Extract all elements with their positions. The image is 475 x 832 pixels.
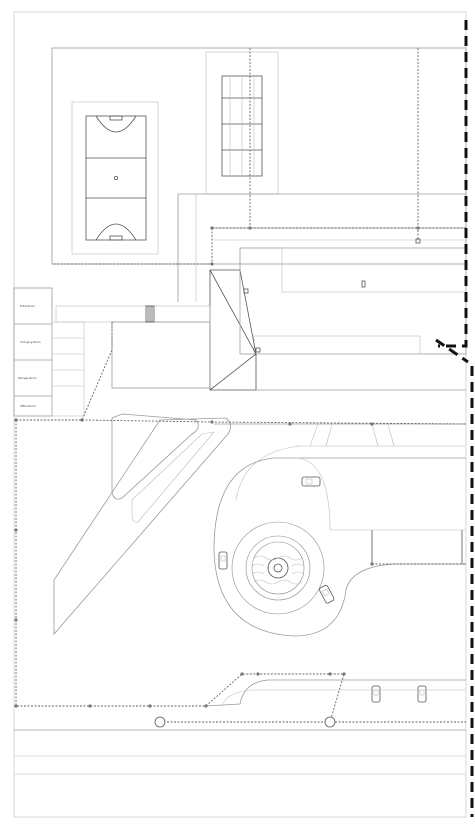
car-1 [301,476,321,487]
property-boundary [435,20,474,817]
survey-nodes [14,226,421,708]
car-5 [417,685,427,703]
seating-structure [205,51,279,195]
landscape-islands [53,413,231,636]
street-markers [154,716,336,728]
room-label-storage: Storage Room [18,376,37,380]
connector-block [55,305,211,389]
sports-court [85,115,147,241]
room-label-toilet: Toilet Room [20,304,35,308]
room-label-office: Office Room [20,404,36,408]
car-3 [319,584,335,604]
plaza [213,423,466,637]
service-rooms [13,287,85,417]
survey-path [15,48,467,723]
roundabout-fountain [231,521,325,615]
site-boundary [13,11,467,818]
upper-block [51,47,467,265]
lower-road [205,530,466,707]
car-2 [218,551,228,570]
room-label-changing: Changing Room [20,340,41,344]
car-4 [371,685,381,703]
roof-pavilion [209,269,466,391]
